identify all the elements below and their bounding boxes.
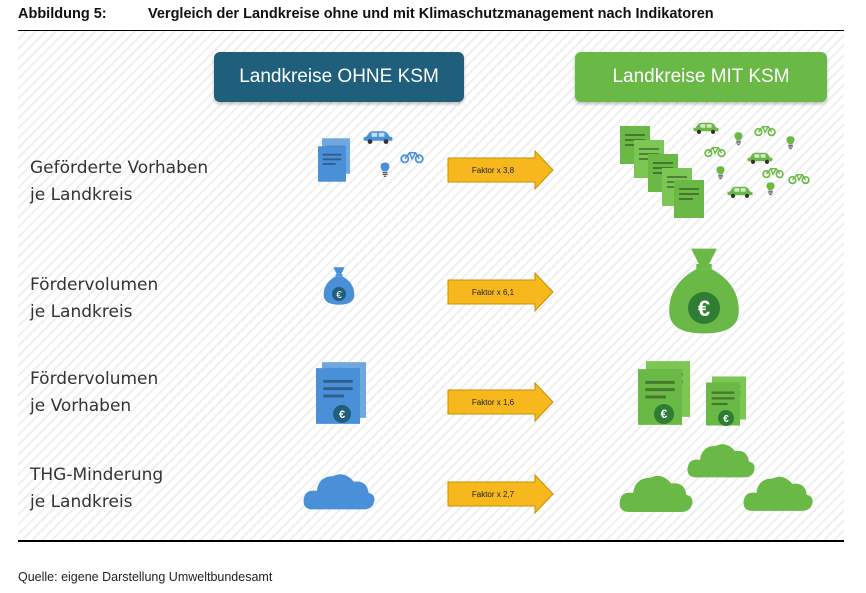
figure-number: Abbildung 5:: [18, 6, 107, 22]
arrow-shape-icon: [447, 381, 554, 423]
bicycle-icon: [762, 167, 784, 179]
car-icon: [363, 131, 393, 144]
money-bag-icon: €: [669, 248, 739, 334]
money-bag-icon: €: [323, 267, 355, 305]
cloud-icon: [303, 474, 375, 510]
factor-arrow-3: Faktor x 1,6: [447, 381, 555, 423]
euro-documents-icon: €: [706, 376, 746, 426]
factor-label: Faktor x 6,1: [471, 287, 515, 297]
header-ohne-ksm: Landkreise OHNE KSM: [214, 52, 464, 102]
euro-symbol: €: [339, 409, 345, 421]
light-bulb-icon: [786, 136, 795, 150]
cloud-icon: [619, 475, 693, 512]
arrow-shape-icon: [447, 271, 554, 313]
figure-title: Vergleich der Landkreise ohne und mit Kl…: [148, 6, 714, 22]
bicycle-icon: [788, 173, 810, 185]
header-mit-ksm: Landkreise MIT KSM: [575, 52, 827, 102]
light-bulb-icon: [380, 162, 390, 177]
factor-label: Faktor x 2,7: [471, 489, 515, 499]
bicycle-icon: [400, 151, 424, 164]
factor-label: Faktor x 1,6: [471, 397, 515, 407]
euro-symbol: €: [661, 407, 668, 421]
arrow-shape-icon: [447, 473, 554, 515]
euro-symbol: €: [336, 290, 342, 301]
car-icon: [747, 152, 773, 164]
documents-stack-icon: [620, 126, 704, 218]
factor-arrow-4: Faktor x 2,7: [447, 473, 555, 515]
light-bulb-icon: [716, 166, 725, 180]
bottom-rule: [18, 540, 844, 542]
bicycle-icon: [754, 125, 776, 137]
factor-arrow-1: Faktor x 3,8: [447, 149, 555, 191]
documents-icon: [318, 138, 350, 182]
car-icon: [693, 122, 719, 134]
factor-arrow-2: Faktor x 6,1: [447, 271, 555, 313]
factor-label: Faktor x 3,8: [471, 165, 515, 175]
euro-symbol: €: [698, 296, 710, 321]
light-bulb-icon: [766, 182, 775, 196]
euro-symbol: €: [723, 414, 729, 425]
euro-documents-icon: €: [638, 361, 690, 425]
figure-caption: Abbildung 5: Vergleich der Landkreise ohn…: [18, 6, 844, 22]
light-bulb-icon: [734, 132, 743, 146]
euro-documents-icon: €: [316, 362, 366, 424]
bicycle-icon: [704, 146, 726, 158]
source-note: Quelle: eigene Darstellung Umweltbundesa…: [18, 570, 273, 584]
cloud-icon: [743, 476, 813, 511]
arrow-shape-icon: [447, 149, 554, 191]
top-rule: [18, 30, 844, 31]
car-icon: [727, 186, 753, 198]
